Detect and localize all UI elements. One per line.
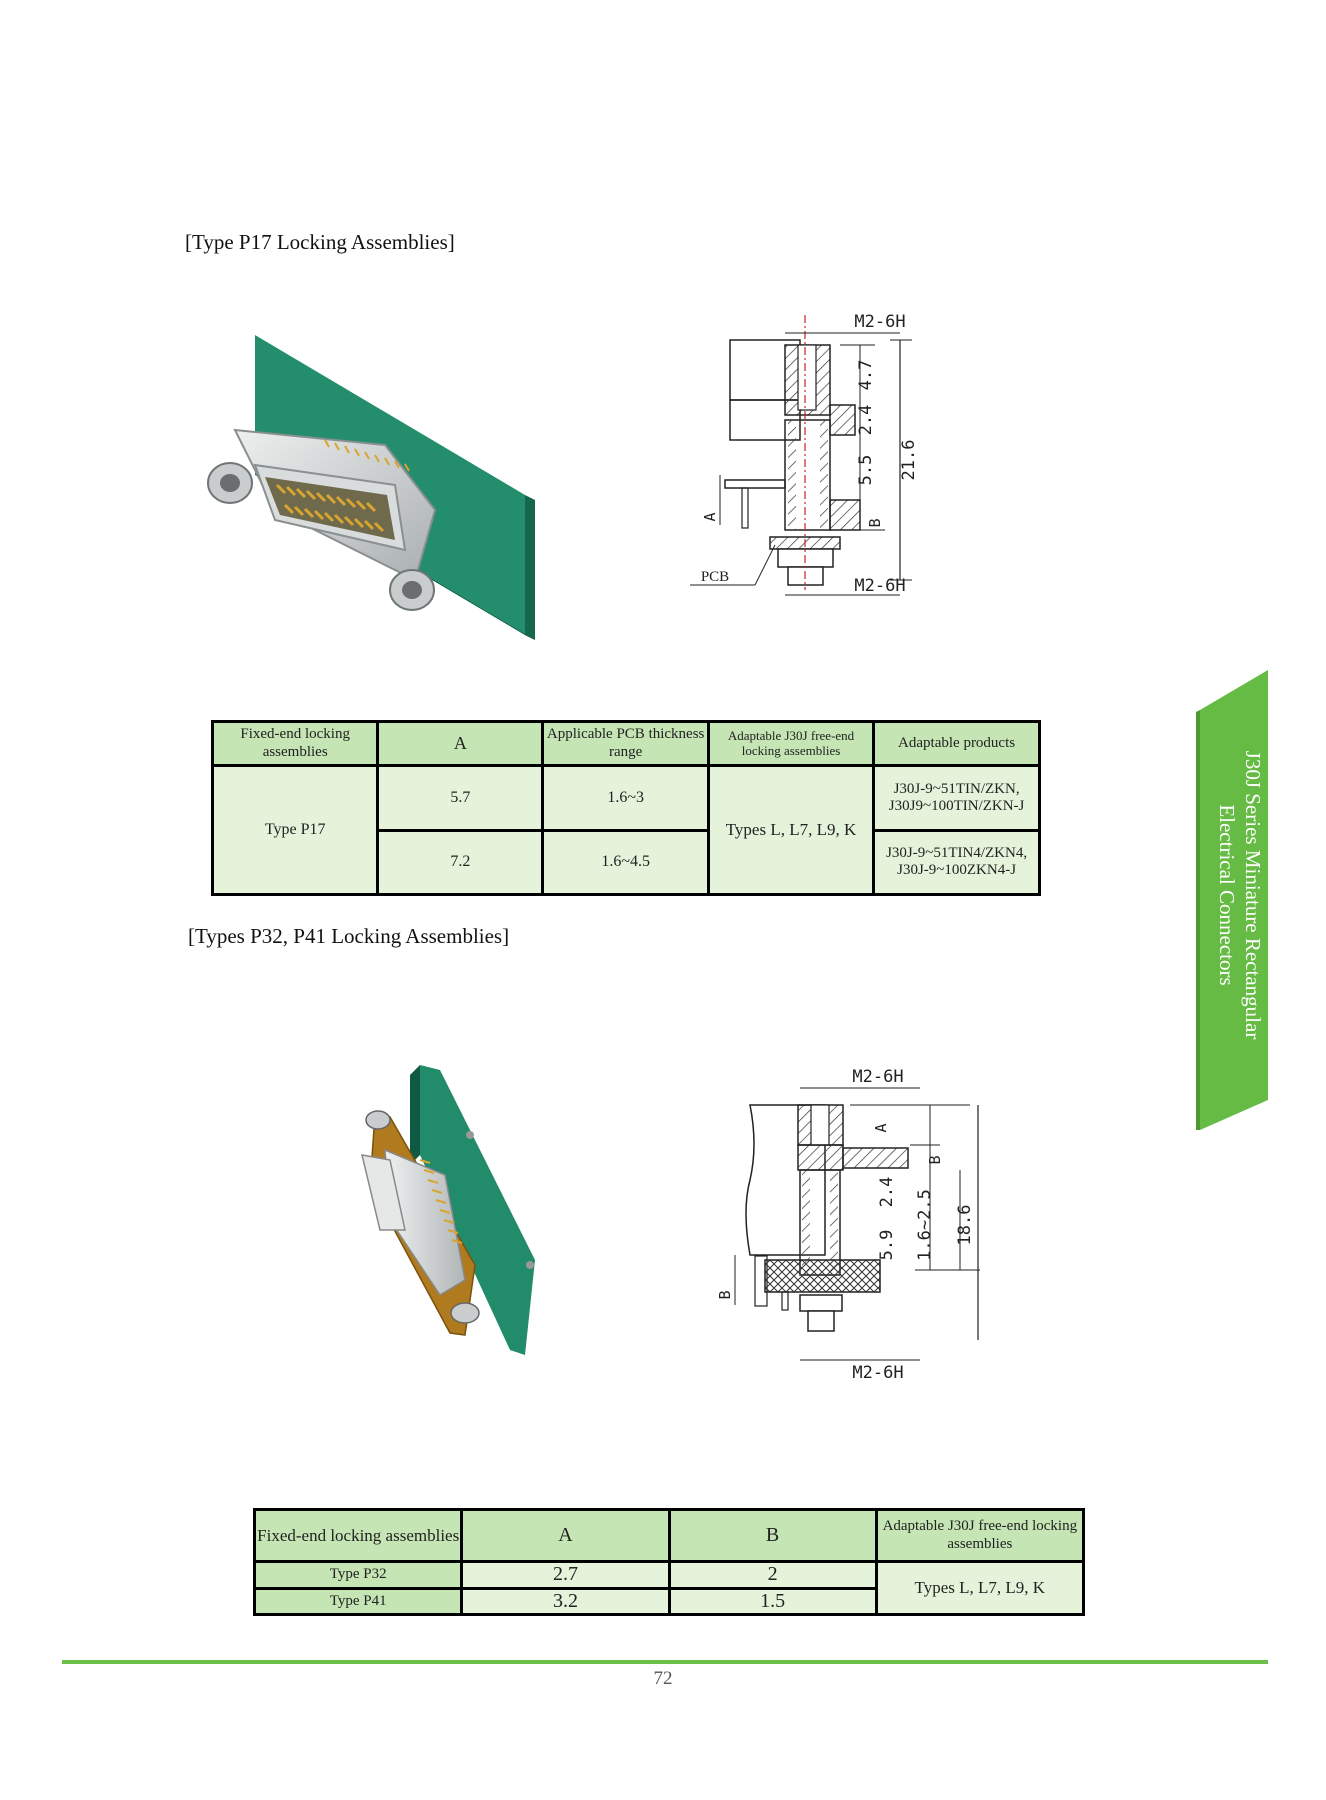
table-cell-a: 3.2 xyxy=(460,1586,671,1616)
table-header-row: Fixed-end locking assemblies A B Adaptab… xyxy=(252,1508,1086,1563)
p32-dim-1: 2.4 xyxy=(877,1177,897,1208)
side-tab-background xyxy=(1196,670,1268,1130)
table-row: Type P32 2.7 2 Types L, L7, L9, K xyxy=(252,1560,1086,1616)
table-cell-free-end: Types L, L7, L9, K xyxy=(706,764,876,896)
p32-dim-3: 1.6~2.5 xyxy=(915,1189,935,1261)
p32-cross-section-drawing: M2-6H M2-6H A B 2.4 5.9 1.6~2.5 18.6 B xyxy=(716,1067,980,1380)
p17-spec-table: Fixed-end locking assemblies A Applicabl… xyxy=(210,720,1041,896)
p17-connector-render xyxy=(207,335,535,640)
table-header-cell: Adaptable J30J free-end locking assembli… xyxy=(874,1508,1086,1563)
p17-label-b: B xyxy=(866,518,884,527)
p17-thread-top-label: M2-6H xyxy=(854,312,905,332)
p32-thread-top-label: M2-6H xyxy=(852,1067,903,1087)
table-cell-a: 2.7 xyxy=(460,1560,671,1590)
footer-rule xyxy=(62,1660,1268,1664)
table-cell-b: 2 xyxy=(667,1560,878,1590)
p32-connector-render xyxy=(361,1065,535,1355)
section-heading-p17: [Type P17 Locking Assemblies] xyxy=(185,230,455,254)
table-header-cell: Adaptable products xyxy=(872,720,1041,767)
table-cell-type: Type P41 xyxy=(252,1586,464,1616)
table-cell-b: 1.5 xyxy=(667,1586,878,1616)
table-row: 7.2 1.6~4.5 J30J-9~51TIN4/ZKN4, J30J-9~1… xyxy=(213,828,1041,896)
p17-label-a: A xyxy=(701,512,719,521)
table-header-row: Fixed-end locking assemblies A Applicabl… xyxy=(210,720,1041,767)
table-cell-free-end: Types L, L7, L9, K xyxy=(874,1560,1086,1616)
p17-cross-section-drawing: M2-6H M2-6H 4.7 2.4 5.5 21.6 A B PCB xyxy=(690,312,919,596)
table-header-cell: A xyxy=(376,720,545,767)
table-cell-products: J30J-9~51TIN/ZKN, J30J9~100TIN/ZKN-J xyxy=(872,764,1041,832)
table-header-cell: Applicable PCB thickness range xyxy=(541,720,710,767)
p17-label-pcb: PCB xyxy=(701,569,729,585)
page-number: 72 xyxy=(653,1668,673,1689)
table-row: Type P41 3.2 1.5 xyxy=(252,1586,1084,1616)
table-header-cell: Fixed-end locking assemblies xyxy=(210,720,380,767)
p17-dim-2: 2.4 xyxy=(856,405,876,436)
table-cell-type: Type P32 xyxy=(252,1560,464,1590)
table-cell-a: 5.7 xyxy=(376,764,545,832)
p32-label-b-left: B xyxy=(716,1290,734,1299)
table-cell-type: Type P17 xyxy=(210,764,380,896)
p32-dim-total: 18.6 xyxy=(955,1205,975,1246)
p17-dim-1: 4.7 xyxy=(856,360,876,391)
p32-thread-bottom-label: M2-6H xyxy=(852,1363,903,1380)
table-header-cell: B xyxy=(667,1508,878,1563)
table-cell-products: J30J-9~51TIN4/ZKN4, J30J-9~100ZKN4-J xyxy=(872,828,1041,896)
side-tab: J30J Series Miniature Rectangular Electr… xyxy=(1202,735,1270,1055)
table-cell-pcb: 1.6~4.5 xyxy=(541,828,710,896)
p32-label-b: B xyxy=(926,1155,944,1164)
p17-thread-bottom-label: M2-6H xyxy=(854,576,905,596)
table-cell-pcb: 1.6~3 xyxy=(541,764,710,832)
table-row: Type P17 5.7 1.6~3 Types L, L7, L9, K J3… xyxy=(210,764,1041,896)
table-header-cell: A xyxy=(460,1508,671,1563)
side-tab-title: J30J Series Miniature Rectangular Electr… xyxy=(1215,750,1265,1040)
p17-dim-total: 21.6 xyxy=(899,440,919,481)
table-header-cell: Fixed-end locking assemblies xyxy=(252,1508,464,1563)
p32-p41-spec-table: Fixed-end locking assemblies A B Adaptab… xyxy=(252,1508,1086,1616)
section-heading-p32-p41: [Types P32, P41 Locking Assemblies] xyxy=(188,924,510,948)
p17-dim-3: 5.5 xyxy=(856,455,876,486)
table-header-cell: Adaptable J30J free-end locking assembli… xyxy=(706,720,876,767)
table-cell-a: 7.2 xyxy=(376,828,545,896)
p32-dim-2: 5.9 xyxy=(877,1230,897,1261)
p32-label-a: A xyxy=(872,1123,890,1132)
